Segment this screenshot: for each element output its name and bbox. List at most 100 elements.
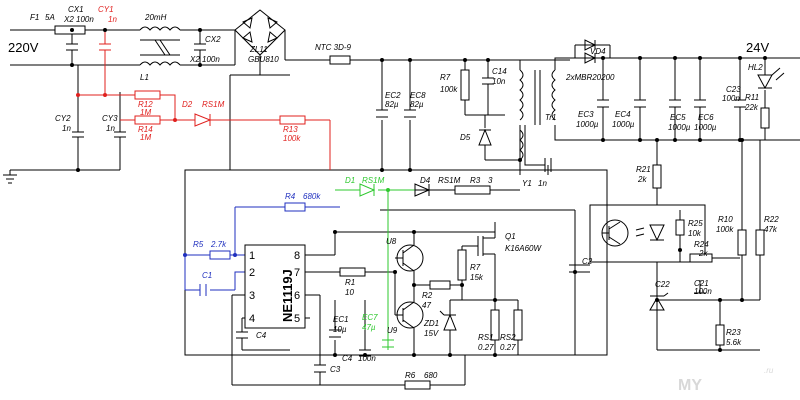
label-D4-val: RS1M xyxy=(438,176,461,185)
chip-pin-1: 1 xyxy=(249,250,255,262)
label-C4-chip: C4 xyxy=(256,331,267,340)
label-D2-val: RS1M xyxy=(202,100,225,109)
label-R13-val: 100k xyxy=(283,134,301,143)
label-CY1: CY1 xyxy=(98,5,114,14)
label-C23: C23 xyxy=(726,85,741,94)
label-R22-val: 47k xyxy=(764,225,778,234)
label-R25-val: 10k xyxy=(688,229,702,238)
label-C3: C3 xyxy=(330,365,341,374)
label-R10-val: 100k xyxy=(716,225,734,234)
label-C4-100n-val: 100n xyxy=(358,354,376,363)
label-R7-gate: R7 xyxy=(470,263,481,272)
label-C23-val: 100n xyxy=(722,94,740,103)
label-Y1-val: 1n xyxy=(538,179,547,188)
label-R22: R22 xyxy=(764,215,779,224)
label-EC8-val: 82µ xyxy=(410,100,424,109)
label-CX2-val: X2 100n xyxy=(189,55,220,64)
output-voltage-label: 24V xyxy=(746,40,769,55)
label-RS2-val: 0.27 xyxy=(500,343,516,352)
label-R7-snub: R7 xyxy=(440,73,451,82)
label-EC2: EC2 xyxy=(385,91,401,100)
label-R12-val: 1M xyxy=(140,108,151,117)
label-EC5-val: 1000µ xyxy=(668,123,691,132)
label-EC2-val: 82µ xyxy=(385,100,399,109)
label-EC1: EC1 xyxy=(333,315,349,324)
component-symbols xyxy=(54,17,785,390)
label-R2: R2 xyxy=(422,291,433,300)
label-R21: R21 xyxy=(636,165,651,174)
label-R6-val: 680 xyxy=(424,371,438,380)
label-EC7: EC7 xyxy=(362,313,378,322)
label-R11: R11 xyxy=(745,93,759,102)
label-F1: F1 xyxy=(30,13,39,22)
label-RS1-val: 0.27 xyxy=(478,343,494,352)
chip-pin-2: 2 xyxy=(249,267,255,279)
label-U9: U9 xyxy=(387,326,398,335)
label-EC3: EC3 xyxy=(578,110,594,119)
label-R1-val: 10 xyxy=(345,288,354,297)
chip-pin-5: 5 xyxy=(294,313,300,325)
label-C2: C2 xyxy=(582,257,593,266)
label-C21: C21 xyxy=(694,279,709,288)
label-CX2: CX2 xyxy=(205,35,221,44)
label-R10: R10 xyxy=(718,215,733,224)
label-ZL11: ZL11 xyxy=(249,45,268,54)
junction-dots xyxy=(70,28,767,357)
label-D2: D2 xyxy=(182,100,193,109)
chip-pin-3: 3 xyxy=(249,290,255,302)
label-EC6-val: 1000µ xyxy=(694,123,717,132)
label-ZL11-val: GBU810 xyxy=(248,55,279,64)
label-CY2-val: 1n xyxy=(62,124,71,133)
label-C4-100n: C4 xyxy=(342,354,353,363)
label-R13: R13 xyxy=(283,125,298,134)
label-C14-val: 10n xyxy=(492,77,506,86)
label-D1-val: RS1M xyxy=(362,176,385,185)
label-EC6: EC6 xyxy=(698,113,714,122)
label-ZD1: ZD1 xyxy=(423,319,439,328)
label-L1: L1 xyxy=(140,73,149,82)
label-EC8: EC8 xyxy=(410,91,426,100)
label-NTC: NTC 3D-9 xyxy=(315,43,352,52)
label-CX1: CX1 xyxy=(68,5,84,14)
black-wires xyxy=(3,9,800,386)
label-C21-val: 100n xyxy=(694,287,712,296)
label-U8: U8 xyxy=(386,237,397,246)
label-D5: D5 xyxy=(460,133,471,142)
label-VD4: VD4 xyxy=(590,47,606,56)
label-EC3-val: 1000µ xyxy=(576,120,599,129)
label-C1: C1 xyxy=(202,271,212,280)
label-R4: R4 xyxy=(285,192,296,201)
label-EC1-val: 10µ xyxy=(333,325,347,334)
label-R12: R12 xyxy=(138,100,153,109)
label-R21-val: 2k xyxy=(637,175,647,184)
label-R2-val: 47 xyxy=(422,301,431,310)
label-R14: R14 xyxy=(138,125,153,134)
label-D1: D1 xyxy=(345,176,355,185)
label-EC5: EC5 xyxy=(670,113,686,122)
label-choke: 20mH xyxy=(144,13,167,22)
chip-pin-7: 7 xyxy=(294,267,300,279)
label-R7-snub-val: 100k xyxy=(440,85,458,94)
label-F1-val: 5A xyxy=(45,13,55,22)
chip-name: NE1119J xyxy=(280,269,295,322)
label-D4: D4 xyxy=(420,176,431,185)
label-R3-val: 3 xyxy=(488,176,493,185)
label-R14-val: 1M xyxy=(140,133,151,142)
watermark-suffix: .ru xyxy=(764,366,774,375)
label-CY2: CY2 xyxy=(55,114,71,123)
label-R1: R1 xyxy=(345,278,355,287)
label-Q1: Q1 xyxy=(505,232,516,241)
label-CY1-val: 1n xyxy=(108,15,117,24)
label-R4-val: 680k xyxy=(303,192,321,201)
label-EC7-val: 47µ xyxy=(362,323,376,332)
label-C14: C14 xyxy=(492,67,507,76)
label-R5-val: 2.7k xyxy=(210,240,227,249)
label-R23: R23 xyxy=(726,328,741,337)
input-voltage-label: 220V xyxy=(8,40,39,55)
label-CX1-val: X2 100n xyxy=(63,15,94,24)
label-Q1-val: K16A60W xyxy=(505,244,542,253)
labels: 220V 24V NE1119J 1 2 3 4 8 7 6 5 F1 5A C… xyxy=(8,5,779,394)
label-HL2: HL2 xyxy=(748,63,763,72)
label-R5: R5 xyxy=(193,240,204,249)
green-wires xyxy=(335,189,415,350)
